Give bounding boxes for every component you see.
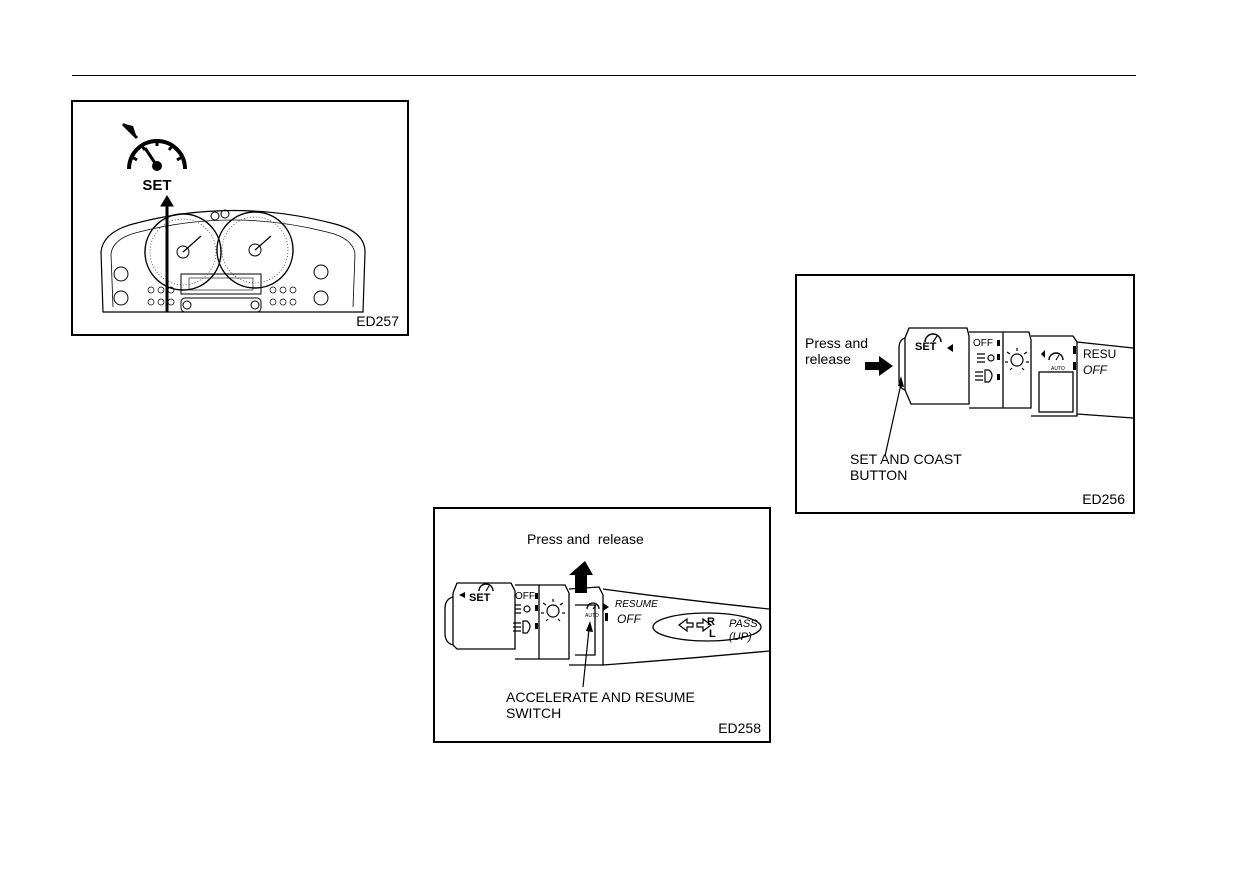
figure-ed256: SET OFF AUTO RESU OFF Press and release … [795, 274, 1135, 514]
accelerate-resume-callout: ACCELERATE AND RESUME SWITCH [506, 689, 695, 721]
press-release-label: Press and release [805, 335, 869, 367]
figure-ed258: SET OFF AUTO RESUME OFF R L PASS (UP) Pr… [433, 507, 771, 743]
figure-ed257: SET [71, 100, 409, 336]
up-label: (UP) [729, 631, 752, 643]
cruise-icon [924, 333, 942, 343]
off2-label: OFF [1083, 363, 1108, 377]
instrument-cluster-illustration: SET [100, 122, 366, 313]
turn-signal-icon [678, 617, 712, 633]
cruise-auto-icon [1048, 352, 1064, 361]
cruise-icon [478, 583, 494, 592]
auto-label: AUTO [585, 613, 599, 619]
resu-label: RESU [1083, 347, 1116, 361]
set-coast-callout: SET AND COAST BUTTON [850, 451, 962, 483]
headlight-icon [541, 599, 565, 622]
cruise-auto-icon [586, 602, 600, 610]
header-rule [72, 75, 1136, 76]
r-label: R [707, 616, 715, 628]
parking-light-icon [977, 353, 995, 363]
l-label: L [709, 628, 716, 640]
resume-stalk-illustration: SET OFF AUTO RESUME OFF R L PASS (UP) [444, 561, 769, 688]
cruise-stalk-illustration: SET OFF AUTO RESU OFF [865, 327, 1133, 457]
off2-label: OFF [617, 612, 642, 626]
low-beam-icon [975, 369, 993, 383]
auto-label: AUTO [1051, 366, 1065, 372]
resume-label: RESUME [615, 599, 658, 610]
cruise-indicator-icon [121, 122, 187, 171]
headlight-icon [1005, 348, 1029, 371]
set-label: SET [469, 592, 491, 604]
off-label: OFF [515, 591, 535, 602]
set-label: SET [915, 341, 937, 353]
set-label: SET [142, 177, 171, 194]
parking-light-icon [515, 604, 531, 614]
low-beam-icon [513, 620, 531, 634]
press-release-label: Press and release [527, 531, 644, 547]
figure-code: ED257 [356, 313, 399, 329]
figure-code: ED258 [718, 720, 761, 736]
figure-code: ED256 [1082, 491, 1125, 507]
off-label: OFF [973, 338, 993, 349]
pass-label: PASS [729, 618, 758, 630]
